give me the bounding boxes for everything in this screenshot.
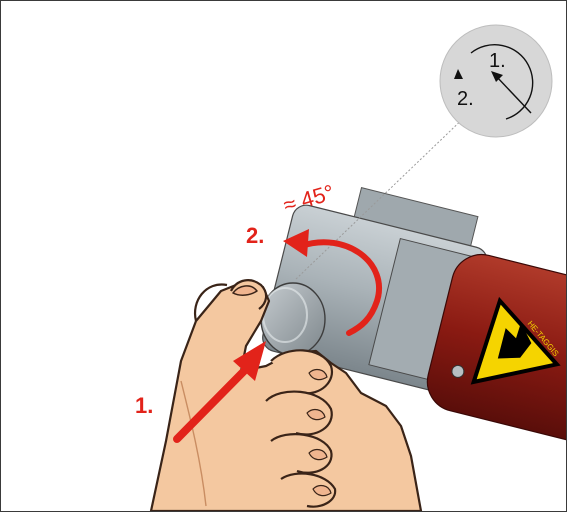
detail-step2-label: 2. (457, 88, 474, 110)
tool-cap (261, 283, 325, 355)
step1-label: 1. (135, 393, 153, 418)
step2-label: 2. (246, 223, 264, 248)
detail-circle: 1. 2. (440, 25, 552, 137)
detail-step1-label: 1. (489, 50, 506, 72)
